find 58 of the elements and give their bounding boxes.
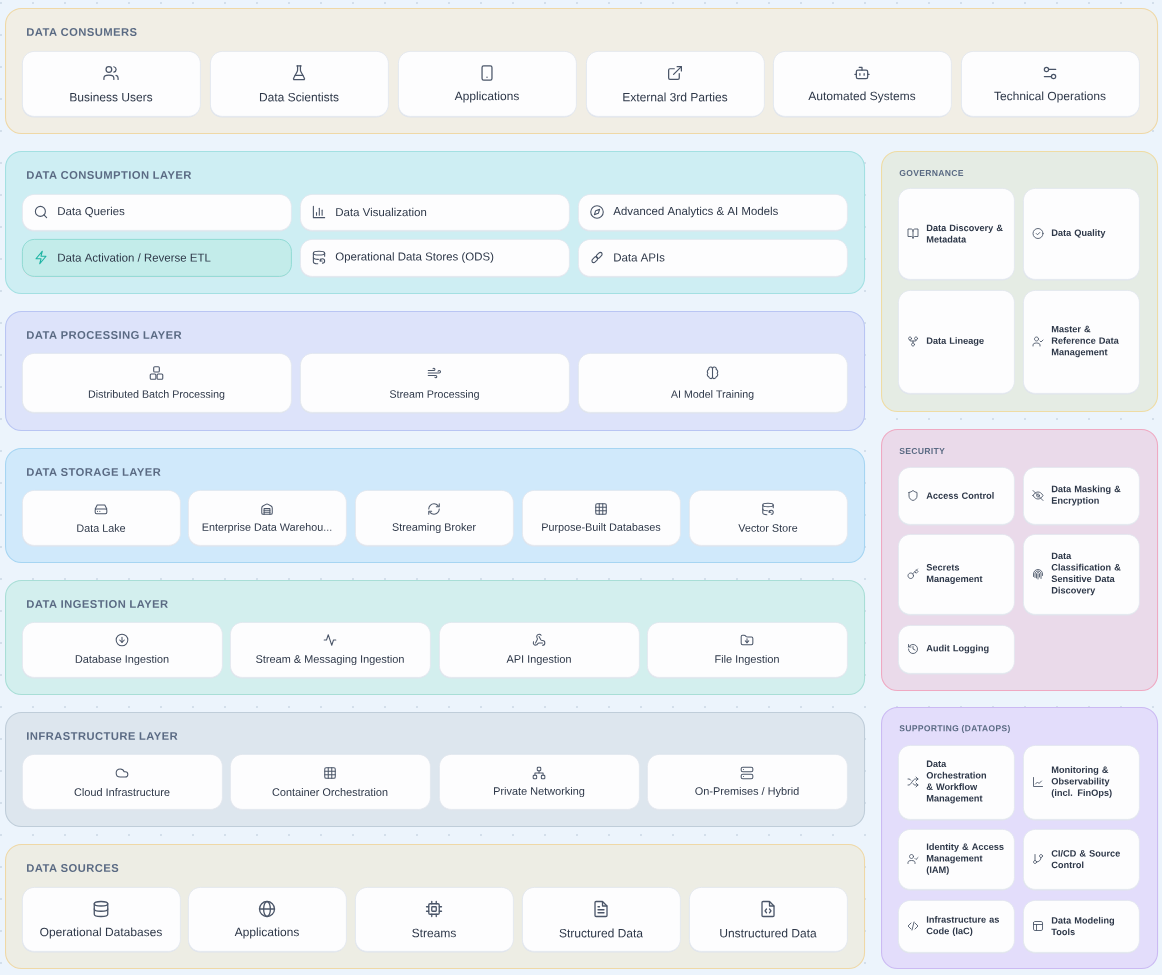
panel-heading: DATA CONSUMPTION LAYER	[27, 171, 192, 179]
component-card: Advanced Analytics & AI Models	[578, 194, 848, 232]
component-card: Database Ingestion	[22, 622, 223, 679]
component-card: File Ingestion	[647, 622, 848, 679]
component-card: Data Quality	[1023, 188, 1140, 281]
component-card: Data Classification & Sensitive Data Discovery	[1023, 534, 1140, 616]
component-card: Streams	[355, 887, 514, 953]
panel-heading: GOVERNANCE	[899, 170, 964, 177]
component-card: Business Users	[22, 51, 201, 118]
component-card: Streaming Broker	[355, 490, 514, 547]
component-card: Enterprise Data Warehou...	[188, 490, 347, 547]
component-card: On-Premises / Hybrid	[647, 754, 848, 811]
component-card: Data Modeling Tools	[1023, 900, 1140, 954]
panel-heading: SECURITY	[899, 448, 945, 455]
component-card: Data Lineage	[898, 290, 1015, 395]
component-card: Monitoring & Observability (incl. FinOps)	[1023, 745, 1140, 821]
panel-heading: DATA STORAGE LAYER	[27, 468, 161, 476]
component-card: Data APIs	[578, 239, 848, 278]
component-card: Infrastructure as Code (IaC)	[898, 900, 1015, 954]
component-card: Automated Systems	[773, 51, 952, 118]
component-card: Data Masking & Encryption	[1023, 467, 1140, 526]
component-card: Structured Data	[522, 887, 681, 953]
panel-heading: DATA INGESTION LAYER	[27, 600, 168, 608]
component-card: Identity & Access Management (IAM)	[898, 829, 1015, 891]
component-card: Applications	[188, 887, 347, 953]
component-card: Cloud Infrastructure	[22, 754, 223, 811]
component-card: Operational Databases	[22, 887, 181, 953]
panel-heading: DATA SOURCES	[27, 864, 119, 872]
component-card: Data Lake	[22, 490, 181, 547]
component-card: Data Discovery & Metadata	[898, 188, 1015, 281]
component-card: Master & Reference Data Management	[1023, 290, 1140, 395]
component-card: Access Control	[898, 467, 1015, 526]
component-card: Data Orchestration & Workflow Management	[898, 745, 1015, 821]
component-card: Data Scientists	[210, 51, 389, 118]
component-card: Private Networking	[439, 754, 640, 811]
component-card: Unstructured Data	[689, 887, 848, 953]
component-card: Data Queries	[22, 194, 292, 232]
component-card: Vector Store	[689, 490, 848, 547]
component-card: Secrets Management	[898, 534, 1015, 616]
component-card: Purpose-Built Databases	[522, 490, 681, 547]
component-card: Applications	[398, 51, 577, 118]
component-card: Stream Processing	[300, 353, 570, 414]
panel-heading: DATA CONSUMERS	[27, 28, 137, 36]
component-card: Operational Data Stores (ODS)	[300, 239, 570, 278]
component-card: CI/CD & Source Control	[1023, 829, 1140, 891]
component-card: Data Visualization	[300, 194, 570, 232]
component-card: Data Activation / Reverse ETL	[22, 239, 292, 278]
component-card: Stream & Messaging Ingestion	[230, 622, 431, 679]
component-card: Technical Operations	[961, 51, 1140, 118]
component-card: AI Model Training	[578, 353, 848, 414]
component-card: Container Orchestration	[230, 754, 431, 811]
component-card: External 3rd Parties	[586, 51, 765, 118]
component-card: API Ingestion	[439, 622, 640, 679]
component-card: Audit Logging	[898, 625, 1015, 675]
panel-heading: INFRASTRUCTURE LAYER	[27, 732, 178, 740]
panel-heading: DATA PROCESSING LAYER	[27, 331, 182, 339]
panel-heading: SUPPORTING (DATAOPS)	[899, 725, 1010, 733]
component-card: Distributed Batch Processing	[22, 353, 292, 414]
